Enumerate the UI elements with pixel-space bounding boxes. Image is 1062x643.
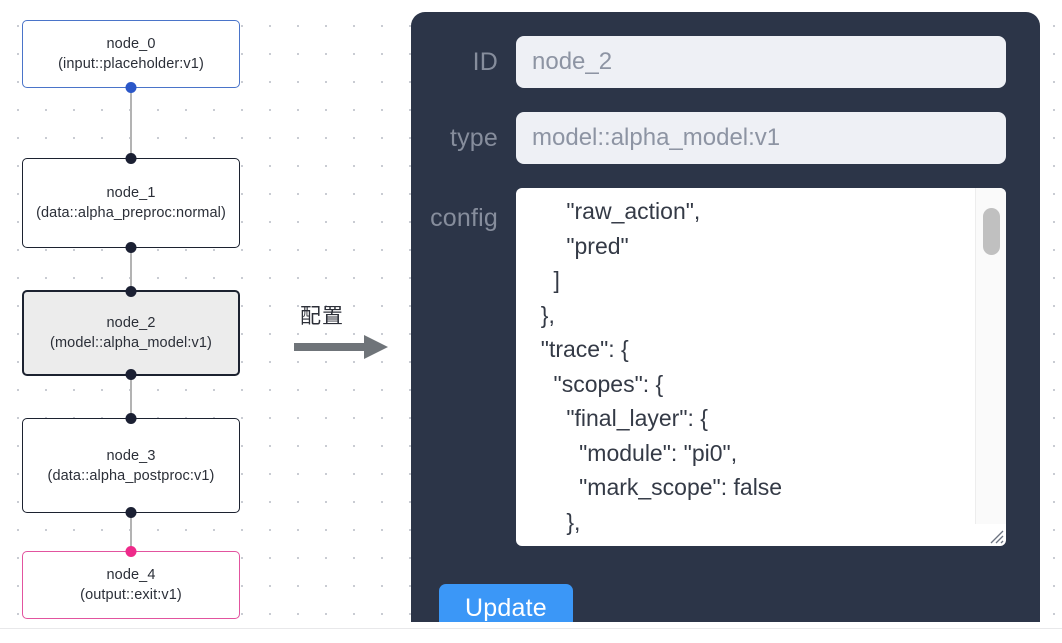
config-scrollbar[interactable] [975,188,1006,524]
node-handle-target[interactable] [125,286,137,297]
flow-node-node_0[interactable]: node_0 (input::placeholder:v1) [22,20,240,93]
flow-node-subtitle: (data::alpha_preproc:normal) [36,205,226,221]
flow-node-title: node_4 [106,567,156,583]
node-handle-target[interactable] [125,413,137,424]
node-handle-source[interactable] [125,82,137,93]
flow-node-node_1[interactable]: node_1 (data::alpha_preproc:normal) [22,153,240,253]
flow-node-title: node_3 [106,447,156,464]
config-textarea[interactable] [516,188,971,546]
flow-node-node_2[interactable]: node_2 (model::alpha_model:v1) [22,286,240,380]
update-button[interactable]: Update [439,584,573,622]
transition-arrow-group: 配置 [294,300,400,360]
flow-node-title: node_2 [106,315,156,331]
flow-node-node_3[interactable]: node_3 (data::alpha_postproc:v1) [22,413,240,518]
flow-node-title: node_1 [106,185,156,201]
field-row-config: config [411,188,1006,546]
flow-node-subtitle: (data::alpha_postproc:v1) [47,467,215,484]
edge-node0-node1 [130,88,132,158]
node-handle-source[interactable] [125,369,137,380]
canvas-bottom-divider [0,628,1062,629]
edge-node2-node3 [130,376,132,418]
flow-node-node_4[interactable]: node_4 (output::exit:v1) [22,546,240,619]
edge-node1-node2 [130,248,132,290]
right-arrow-icon [294,335,388,359]
id-input[interactable] [516,36,1006,88]
node-handle-target[interactable] [125,153,137,164]
config-field-label: config [430,204,498,232]
node-handle-target[interactable] [125,546,137,557]
edge-node3-node4 [130,513,132,551]
type-input[interactable] [516,112,1006,164]
node-handle-source[interactable] [125,507,137,518]
node-handle-source[interactable] [125,242,137,253]
flow-node-subtitle: (input::placeholder:v1) [58,56,204,72]
flow-node-subtitle: (output::exit:v1) [80,587,182,603]
id-field-label: ID [472,47,498,76]
type-field-label: type [449,123,498,152]
node-config-panel: ID type config Update [411,12,1040,622]
arrow-label: 配置 [300,304,344,328]
flow-node-subtitle: (model::alpha_model:v1) [50,335,212,351]
config-textarea-wrap [516,188,1006,546]
config-scrollbar-thumb[interactable] [983,208,1000,255]
field-row-id: ID [411,36,1006,88]
flow-node-title: node_0 [106,36,156,52]
field-row-type: type [411,112,1006,164]
resize-grip-icon[interactable] [986,526,1004,544]
